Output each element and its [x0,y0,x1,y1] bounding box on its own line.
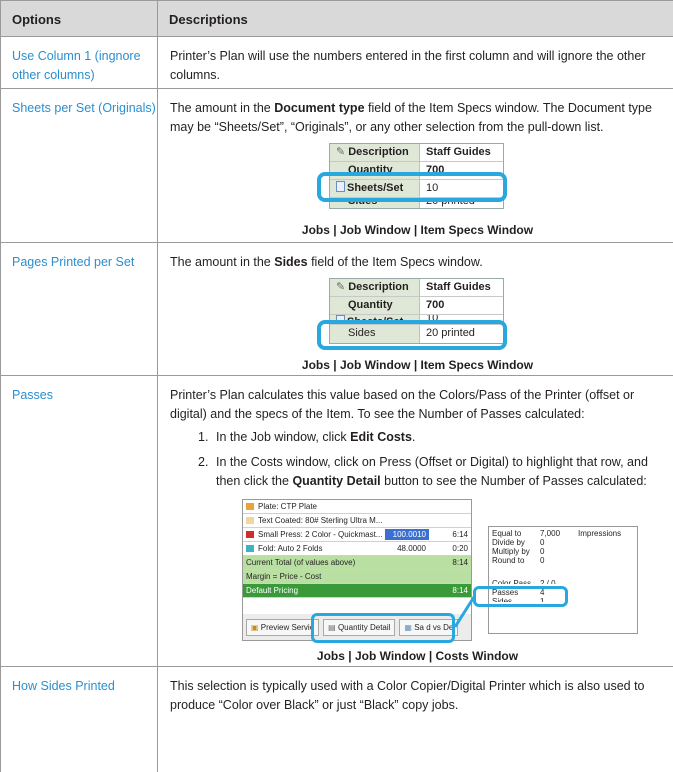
quantity-detail-highlight [311,613,455,643]
option-sheets-per-set: Sheets per Set (Originals) [1,89,158,243]
pages-printed-text: The amount in the Sides field of the Ite… [170,253,665,272]
preview-service-button[interactable]: ▣ Preview Servie [246,619,319,636]
option-pages-printed-per-set: Pages Printed per Set [1,243,158,376]
passes-text: Printer’s Plan calculates this value bas… [170,386,665,424]
table-row: How Sides Printed This selection is typi… [1,667,673,772]
cost-row-name: Fold: Auto 2 Folds [243,543,385,554]
cost-row-amount: 100.0010 [385,529,429,540]
figure-caption: Jobs | Job Window | Item Specs Window [170,221,665,240]
cost-color-swatch [246,545,254,552]
cost-row[interactable]: Plate: CTP Plate [243,500,471,514]
table-row: Passes Printer’s Plan calculates this va… [1,376,673,667]
sheets-set-highlight [317,172,507,202]
figure-caption: Jobs | Job Window | Item Specs Window [170,356,665,375]
cost-row-name: Text Coated: 80# Sterling Ultra M... [243,515,385,526]
figure-caption: Jobs | Job Window | Costs Window [170,647,665,666]
connector-line [454,595,484,635]
step-item: 1.In the Job window, click Edit Costs. [198,428,665,447]
description-passes: Printer’s Plan calculates this value bas… [158,376,673,667]
cost-row-name: Small Press: 2 Color - Quickmast... [243,529,385,540]
pencil-icon: ✎ [336,146,345,158]
cost-row-time: 0:20 [429,543,471,554]
table-row: Use Column 1 (ingnore other columns) Pri… [1,37,673,89]
cost-color-swatch [246,503,254,510]
option-passes: Passes [1,376,158,667]
table-row: Pages Printed per Set The amount in the … [1,243,673,376]
descriptions-header: Descriptions [158,1,673,37]
options-header: Options [1,1,158,37]
description-pages-printed-per-set: The amount in the Sides field of the Ite… [158,243,673,376]
description-use-column-1: Printer’s Plan will use the numbers ente… [158,37,673,89]
margin-row: Margin = Price - Cost [243,570,471,584]
pencil-icon: ✎ [336,281,345,293]
cost-color-swatch [246,531,254,538]
description-how-sides-printed: This selection is typically used with a … [158,667,673,772]
cost-row-time: 6:14 [429,529,471,540]
step-item: 2.In the Costs window, click on Press (O… [198,453,665,491]
passes-highlight [473,586,568,607]
cost-row-amount: 48.0000 [385,543,429,554]
sheets-per-set-text: The amount in the Document type field of… [170,99,665,137]
cost-row-name: Plate: CTP Plate [243,501,385,512]
option-how-sides-printed: How Sides Printed [1,667,158,772]
table-row: Sheets per Set (Originals) The amount in… [1,89,673,243]
preview-icon: ▣ [251,623,259,632]
cost-row[interactable]: Text Coated: 80# Sterling Ultra M... [243,514,471,528]
option-use-column-1: Use Column 1 (ingnore other columns) [1,37,158,89]
cost-row[interactable]: Small Press: 2 Color - Quickmast...100.0… [243,528,471,542]
steps-list: 1.In the Job window, click Edit Costs. 2… [198,428,665,491]
current-total-row: Current Total (of values above)8:14 [243,556,471,570]
sides-highlight [317,320,507,350]
description-sheets-per-set: The amount in the Document type field of… [158,89,673,243]
table-header-row: Options Descriptions [1,1,673,37]
cost-color-swatch [246,517,254,524]
